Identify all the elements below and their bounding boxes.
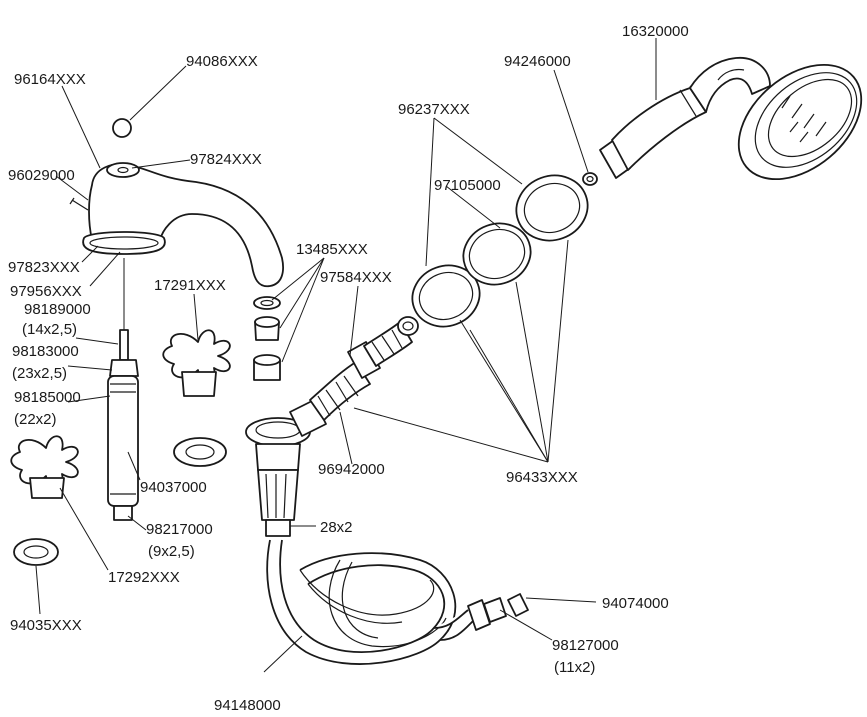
label-97584: 97584XXX	[320, 269, 392, 286]
label-96942: 96942000	[318, 461, 385, 478]
label-97823: 97823XXX	[8, 259, 80, 276]
label-98183-size: (23x2,5)	[12, 365, 67, 382]
diverter-head	[109, 359, 139, 377]
label-96237: 96237XXX	[398, 101, 470, 118]
label-97956: 97956XXX	[10, 283, 82, 300]
right-handle	[162, 329, 231, 467]
diverter-cartridge	[107, 258, 139, 521]
spout-assembly	[69, 118, 284, 288]
rings	[411, 172, 598, 328]
label-28x2: 28x2	[320, 519, 353, 536]
label-96433: 96433XXX	[506, 469, 578, 486]
shower-neck	[689, 57, 771, 113]
label-16320: 16320000	[622, 23, 689, 40]
label-98185-size: (22x2)	[14, 411, 57, 428]
hose-end-fitting	[483, 597, 507, 623]
spout-cap	[106, 162, 140, 178]
label-96029: 96029000	[8, 167, 75, 184]
label-97824: 97824XXX	[190, 151, 262, 168]
shower-handle	[611, 87, 707, 171]
label-96164: 96164XXX	[14, 71, 86, 88]
label-13485: 13485XXX	[296, 241, 368, 258]
left-handle-base	[29, 477, 65, 499]
hose-end	[397, 316, 419, 336]
ring-upper	[515, 174, 589, 242]
spout-body	[88, 163, 284, 288]
hose-segment-a	[309, 361, 371, 421]
pullout-nut	[265, 519, 291, 537]
hose-coil	[266, 539, 529, 665]
label-98189-size: (14x2,5)	[22, 321, 77, 338]
label-98185: 98185000	[14, 389, 81, 406]
pullout-body	[245, 417, 311, 537]
aerator-parts	[253, 296, 281, 381]
diverter-body	[107, 375, 139, 507]
label-97105: 97105000	[434, 177, 501, 194]
left-handle	[10, 435, 79, 566]
shower-head	[737, 63, 863, 181]
label-94037: 94037000	[140, 479, 207, 496]
hand-shower	[599, 57, 863, 181]
label-17292: 17292XXX	[108, 569, 180, 586]
diverter-tip	[113, 505, 133, 521]
aerator-screen	[253, 296, 281, 310]
label-98217-size: (9x2,5)	[148, 543, 195, 560]
left-handle-cross	[10, 435, 79, 489]
right-handle-base	[181, 371, 217, 397]
part-labels: 94086XXX 96164XXX 97824XXX 96029000 9782…	[8, 23, 689, 714]
small-screen	[582, 172, 598, 186]
label-94035: 94035XXX	[10, 617, 82, 634]
right-handle-cross	[162, 329, 231, 383]
pullout-body-lower	[257, 469, 299, 521]
spout-flange	[82, 231, 166, 255]
knob-94086	[112, 118, 132, 138]
label-94148: 94148000	[214, 697, 281, 714]
label-17291: 17291XXX	[154, 277, 226, 294]
label-94086: 94086XXX	[186, 53, 258, 70]
label-98127: 98127000	[552, 637, 619, 654]
label-98127-size: (11x2)	[554, 659, 595, 676]
left-escutcheon	[13, 538, 59, 566]
diverter-stem	[119, 329, 129, 361]
ring-middle	[462, 222, 532, 286]
hose-adapter	[507, 593, 529, 617]
label-98189: 98189000	[24, 301, 91, 318]
label-94074: 94074000	[602, 595, 669, 612]
right-escutcheon	[173, 437, 227, 467]
label-98183: 98183000	[12, 343, 79, 360]
label-98217: 98217000	[146, 521, 213, 538]
hose-nut	[347, 341, 381, 379]
label-94246: 94246000	[504, 53, 571, 70]
leader-lines	[35, 38, 657, 673]
ring-lower	[411, 264, 481, 328]
hose-connector	[289, 316, 419, 437]
